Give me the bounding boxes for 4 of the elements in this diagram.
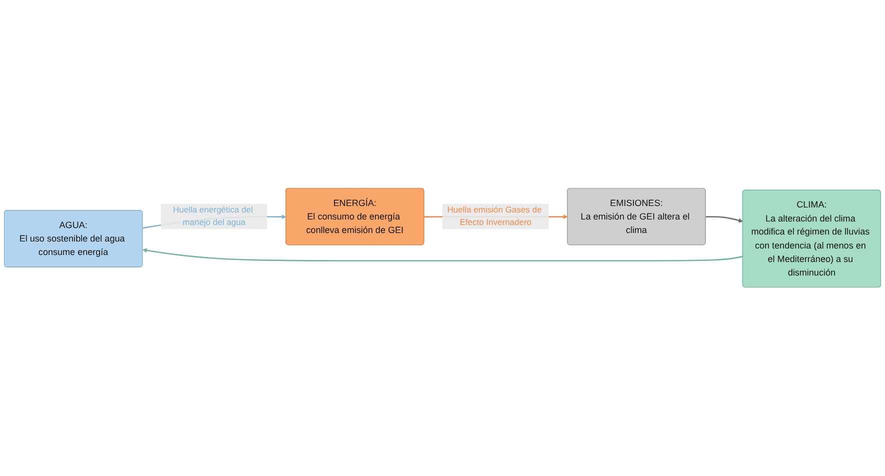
edge-label: Huella emisión Gases de Efecto Invernadero — [447, 206, 542, 228]
edge-label: Huella energética del manejo del agua — [172, 206, 253, 228]
arrow — [142, 248, 744, 262]
arrow — [706, 216, 744, 223]
